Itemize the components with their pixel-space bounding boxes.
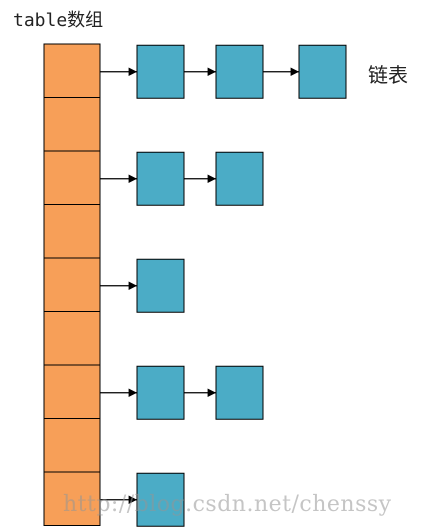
chain-4-node-0	[136, 472, 185, 527]
watermark: http://blog.csdn.net/chenssy	[63, 492, 392, 517]
chain-0-node-1	[215, 44, 264, 99]
array-slot-5	[43, 311, 101, 366]
array-slot-0	[43, 43, 101, 98]
array-slot-2	[43, 150, 101, 205]
chain-1-node-1	[215, 151, 264, 206]
array-slot-3	[43, 204, 101, 259]
chain-2-node-0	[136, 258, 185, 313]
array-slot-6	[43, 364, 101, 419]
array-slot-7	[43, 418, 101, 473]
chain-3-node-1	[215, 365, 264, 420]
chain-3-node-0	[136, 365, 185, 420]
chain-0-node-2	[298, 44, 347, 99]
array-slot-8	[43, 471, 101, 526]
chain-1-node-0	[136, 151, 185, 206]
chain-0-node-0	[136, 44, 185, 99]
array-slot-1	[43, 97, 101, 152]
diagram-title: table数组	[13, 10, 104, 31]
linked-list-label: 链表	[368, 63, 408, 87]
array-slot-4	[43, 257, 101, 312]
